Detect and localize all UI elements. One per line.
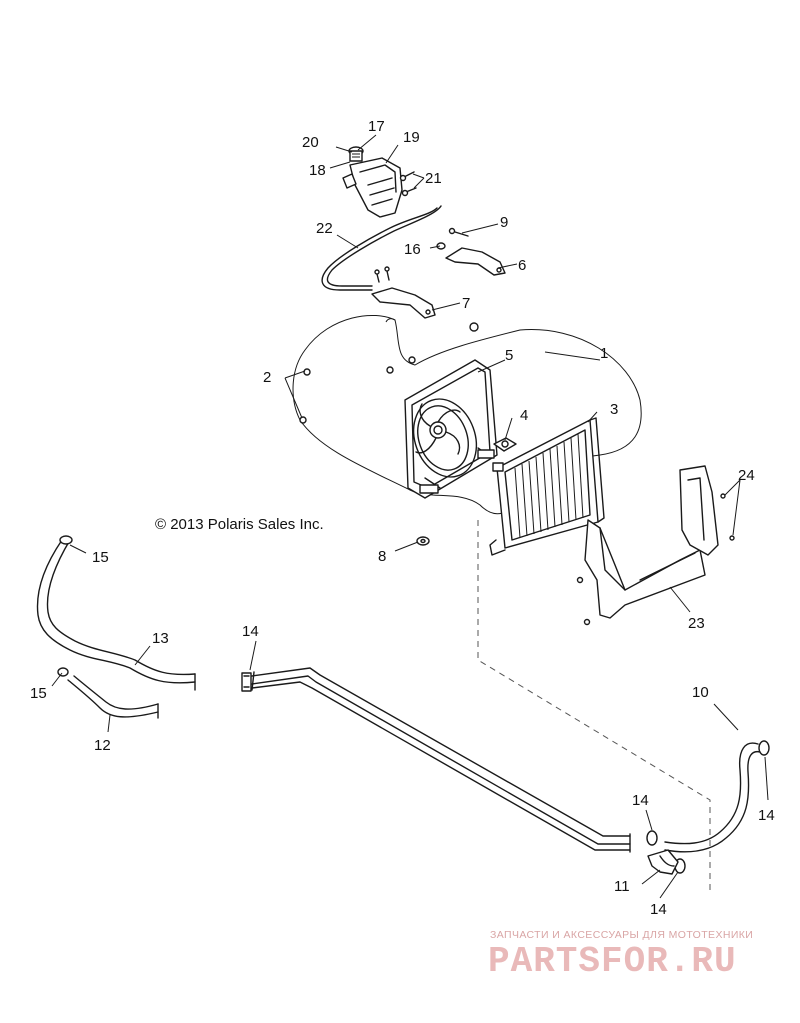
hose-10 — [664, 742, 759, 845]
screws-21 — [399, 171, 417, 197]
assembly-outline-1 — [292, 314, 642, 515]
leader-lines — [51, 134, 769, 899]
coolant-tubes — [251, 667, 631, 853]
callout-21: 21 — [425, 170, 442, 187]
bracket-7 — [371, 266, 436, 319]
callout-14-b: 14 — [758, 807, 775, 824]
callout-14-c: 14 — [632, 792, 649, 809]
screw-9 — [448, 227, 469, 237]
upright-bracket-24 — [679, 465, 735, 556]
callout-8: 8 — [378, 548, 386, 565]
grommet-4 — [493, 437, 517, 452]
hose-13 — [36, 539, 196, 684]
callout-14-a: 14 — [242, 623, 259, 640]
washer-8 — [416, 536, 430, 546]
callout-3: 3 — [610, 401, 618, 418]
callout-18: 18 — [309, 162, 326, 179]
callout-4: 4 — [520, 407, 528, 424]
screws-2 — [299, 322, 479, 424]
callout-19: 19 — [403, 129, 420, 146]
coolant-reservoir-19 — [342, 157, 403, 218]
callout-13: 13 — [152, 630, 169, 647]
routing-dashline — [477, 520, 711, 890]
watermark-logo: PARTSFOR.RU — [488, 941, 737, 982]
callout-6: 6 — [518, 257, 526, 274]
callout-24: 24 — [738, 467, 755, 484]
callout-20: 20 — [302, 134, 319, 151]
fan-shroud-5 — [404, 359, 498, 499]
callout-9: 9 — [500, 214, 508, 231]
elbow-fitting-11 — [647, 849, 679, 875]
callout-15-b: 15 — [30, 685, 47, 702]
reservoir-cap-17 — [348, 146, 364, 162]
callout-12: 12 — [94, 737, 111, 754]
watermark-tagline: ЗАПЧАСТИ И АКСЕССУАРЫ ДЛЯ МОТОТЕХНИКИ — [490, 929, 754, 941]
callout-17: 17 — [368, 118, 385, 135]
bracket-6 — [445, 247, 506, 276]
callout-1: 1 — [600, 345, 608, 362]
overflow-hose-22 — [321, 207, 438, 291]
callout-15-a: 15 — [92, 549, 109, 566]
callout-7: 7 — [462, 295, 470, 312]
callout-14-d: 14 — [650, 901, 667, 918]
clamp-14-left — [241, 672, 252, 692]
callout-22: 22 — [316, 220, 333, 237]
callout-11: 11 — [614, 878, 630, 895]
hose-12 — [67, 679, 159, 718]
callout-5: 5 — [505, 347, 513, 364]
callout-16: 16 — [404, 241, 421, 258]
callout-labels: 1 2 3 4 5 6 7 8 9 10 11 12 13 14 14 14 1… — [30, 118, 775, 918]
callout-10: 10 — [692, 684, 709, 701]
mounting-bracket-23 — [576, 519, 706, 626]
copyright-notice: © 2013 Polaris Sales Inc. — [155, 516, 324, 533]
nut-16 — [436, 242, 446, 250]
callout-23: 23 — [688, 615, 705, 632]
radiator-3 — [489, 417, 605, 556]
callout-2: 2 — [263, 369, 271, 386]
clamp-14-right — [758, 740, 770, 756]
